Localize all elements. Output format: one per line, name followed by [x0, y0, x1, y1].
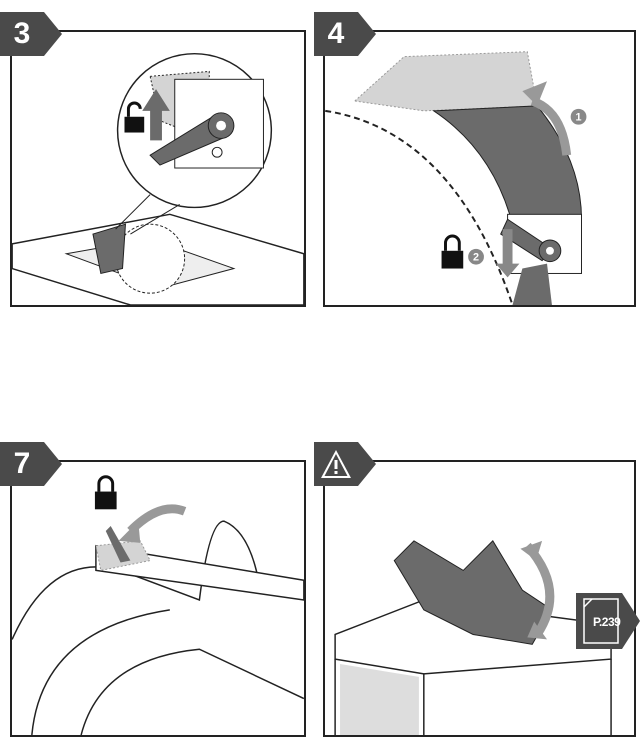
step-7-panel — [10, 460, 306, 737]
callout-2: 2 — [473, 252, 479, 264]
arrow-rotate-icon — [118, 521, 141, 543]
arrow-down-icon — [495, 229, 520, 278]
arrow-up-icon — [142, 89, 170, 141]
step-3-illustration — [12, 52, 304, 305]
page-reference-label: P.239 — [593, 615, 621, 629]
step-4-panel: 1 2 — [323, 30, 636, 307]
step-7-illustration — [12, 475, 304, 735]
step-3-panel — [10, 30, 306, 307]
page-reference-button[interactable]: P.239 — [576, 593, 640, 649]
lock-icon — [441, 234, 464, 269]
step-badge-3: 3 — [0, 12, 62, 56]
warning-badge: ! — [314, 442, 376, 486]
warning-illustration — [334, 540, 612, 735]
step-badge-7: 7 — [0, 442, 62, 486]
arrow-tilt-icon — [520, 540, 548, 640]
step-badge-4: 4 — [314, 12, 376, 56]
arrow-rotate-icon — [522, 81, 548, 106]
callout-1: 1 — [576, 112, 582, 124]
lock-icon — [94, 475, 117, 510]
unlock-icon — [124, 101, 145, 133]
step-4-illustration: 1 2 — [325, 51, 587, 305]
